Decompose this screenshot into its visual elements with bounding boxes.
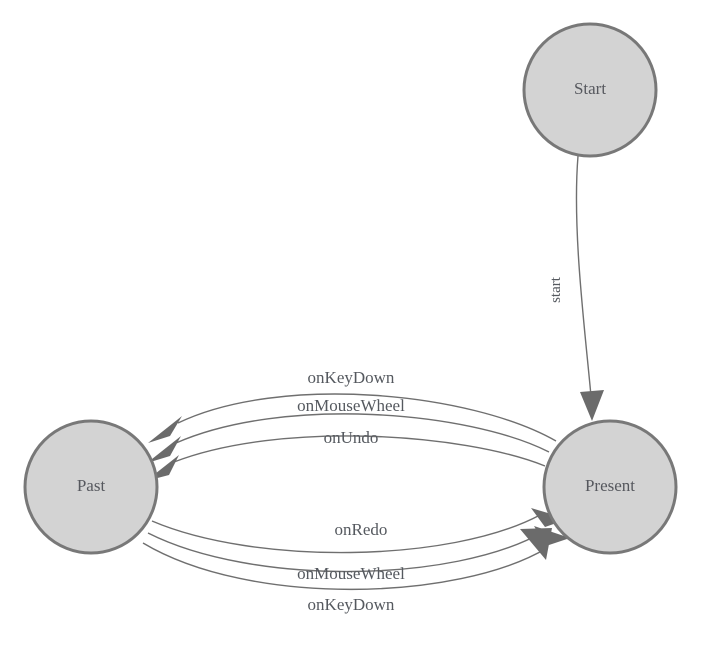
- edge-present-to-past-onkeydown[interactable]: onKeyDown: [148, 368, 557, 443]
- edge-label-present-past-onkeydown: onKeyDown: [308, 368, 395, 387]
- node-past[interactable]: Past: [23, 419, 159, 555]
- edge-start-to-present[interactable]: start: [548, 155, 604, 421]
- node-start-label: Start: [574, 79, 606, 98]
- edge-start-to-present-path: [575, 155, 592, 397]
- edge-label-past-present-onkeydown: onKeyDown: [308, 595, 395, 614]
- edge-past-to-present-onkeydown-arrowhead: [520, 528, 552, 560]
- edge-label-start: start: [548, 276, 564, 303]
- edge-present-to-past-onmousewheel[interactable]: onMouseWheel: [147, 396, 550, 463]
- edge-present-to-past-onkeydown-arrowhead: [148, 416, 182, 443]
- node-past-label: Past: [77, 476, 106, 495]
- edge-past-to-present-onredo-arrowhead: [531, 508, 568, 527]
- edge-present-to-past-onundo[interactable]: onUndo: [146, 428, 546, 481]
- edge-present-to-past-onmousewheel-path: [175, 413, 550, 453]
- edge-past-to-present-onredo[interactable]: onRedo: [151, 508, 568, 554]
- node-present[interactable]: Present: [542, 419, 678, 555]
- edge-present-to-past-onkeydown-path: [177, 393, 557, 442]
- node-present-circle: [542, 419, 678, 555]
- node-present-label: Present: [585, 476, 635, 495]
- edge-label-past-present-onredo: onRedo: [335, 520, 388, 539]
- edge-past-to-present-onredo-path: [151, 514, 541, 554]
- node-start[interactable]: Start: [522, 22, 658, 158]
- edge-present-to-past-onundo-path: [173, 435, 546, 467]
- edge-label-present-past-onmousewheel: onMouseWheel: [297, 396, 405, 415]
- edge-past-to-present-onkeydown[interactable]: onKeyDown: [142, 528, 552, 614]
- edge-start-to-present-arrowhead: [580, 390, 604, 421]
- edge-past-to-present-onmousewheel-path: [147, 531, 544, 573]
- node-start-circle: [522, 22, 658, 158]
- edge-label-past-present-onmousewheel: onMouseWheel: [297, 564, 405, 583]
- edge-past-to-present-onkeydown-path: [142, 542, 548, 590]
- node-past-circle: [23, 419, 159, 555]
- edge-present-to-past-onmousewheel-arrowhead: [147, 436, 181, 463]
- edge-label-present-past-onundo: onUndo: [324, 428, 379, 447]
